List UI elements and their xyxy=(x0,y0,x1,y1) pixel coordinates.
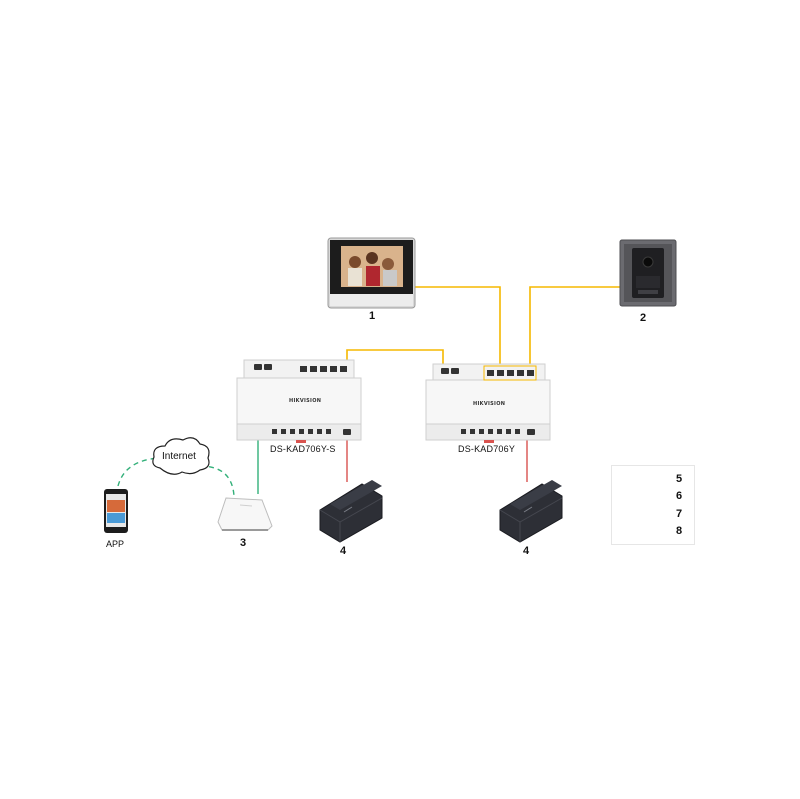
door-station xyxy=(619,239,677,307)
cable-monitor-to-distributor xyxy=(414,286,501,370)
distributor-right xyxy=(425,363,551,443)
cable-distributor-cascade xyxy=(346,349,444,370)
power-cables xyxy=(346,440,528,482)
distributor-right-brand: HIKVISION xyxy=(473,401,506,407)
internet-cloud xyxy=(152,437,210,475)
power-supply-left xyxy=(319,480,383,543)
phone-app-label: APP xyxy=(106,539,125,549)
indoor-monitor xyxy=(327,237,416,309)
distributor-left-model: DS-KAD706Y-S xyxy=(270,444,336,454)
legend-box xyxy=(611,465,695,545)
wireless-link-cloud-router xyxy=(199,465,235,497)
internet-cloud-label: Internet xyxy=(162,451,196,462)
router xyxy=(217,497,273,531)
power-supply-left-number: 4 xyxy=(340,545,347,557)
distributor-left-brand: HIKVISION xyxy=(289,398,322,404)
distributor-left xyxy=(236,359,362,443)
smartphone xyxy=(104,489,128,533)
legend-number-5: 5 xyxy=(676,473,683,485)
legend-number-6: 6 xyxy=(676,490,683,502)
router-number: 3 xyxy=(240,537,247,549)
distributor-right-model: DS-KAD706Y xyxy=(458,444,516,454)
cable-doorstation-to-distributor xyxy=(529,286,620,370)
indoor-monitor-number: 1 xyxy=(369,310,376,322)
legend-number-8: 8 xyxy=(676,525,683,537)
legend-number-7: 7 xyxy=(676,508,683,520)
door-station-number: 2 xyxy=(640,312,647,324)
power-supply-right xyxy=(499,480,563,543)
power-supply-right-number: 4 xyxy=(523,545,530,557)
